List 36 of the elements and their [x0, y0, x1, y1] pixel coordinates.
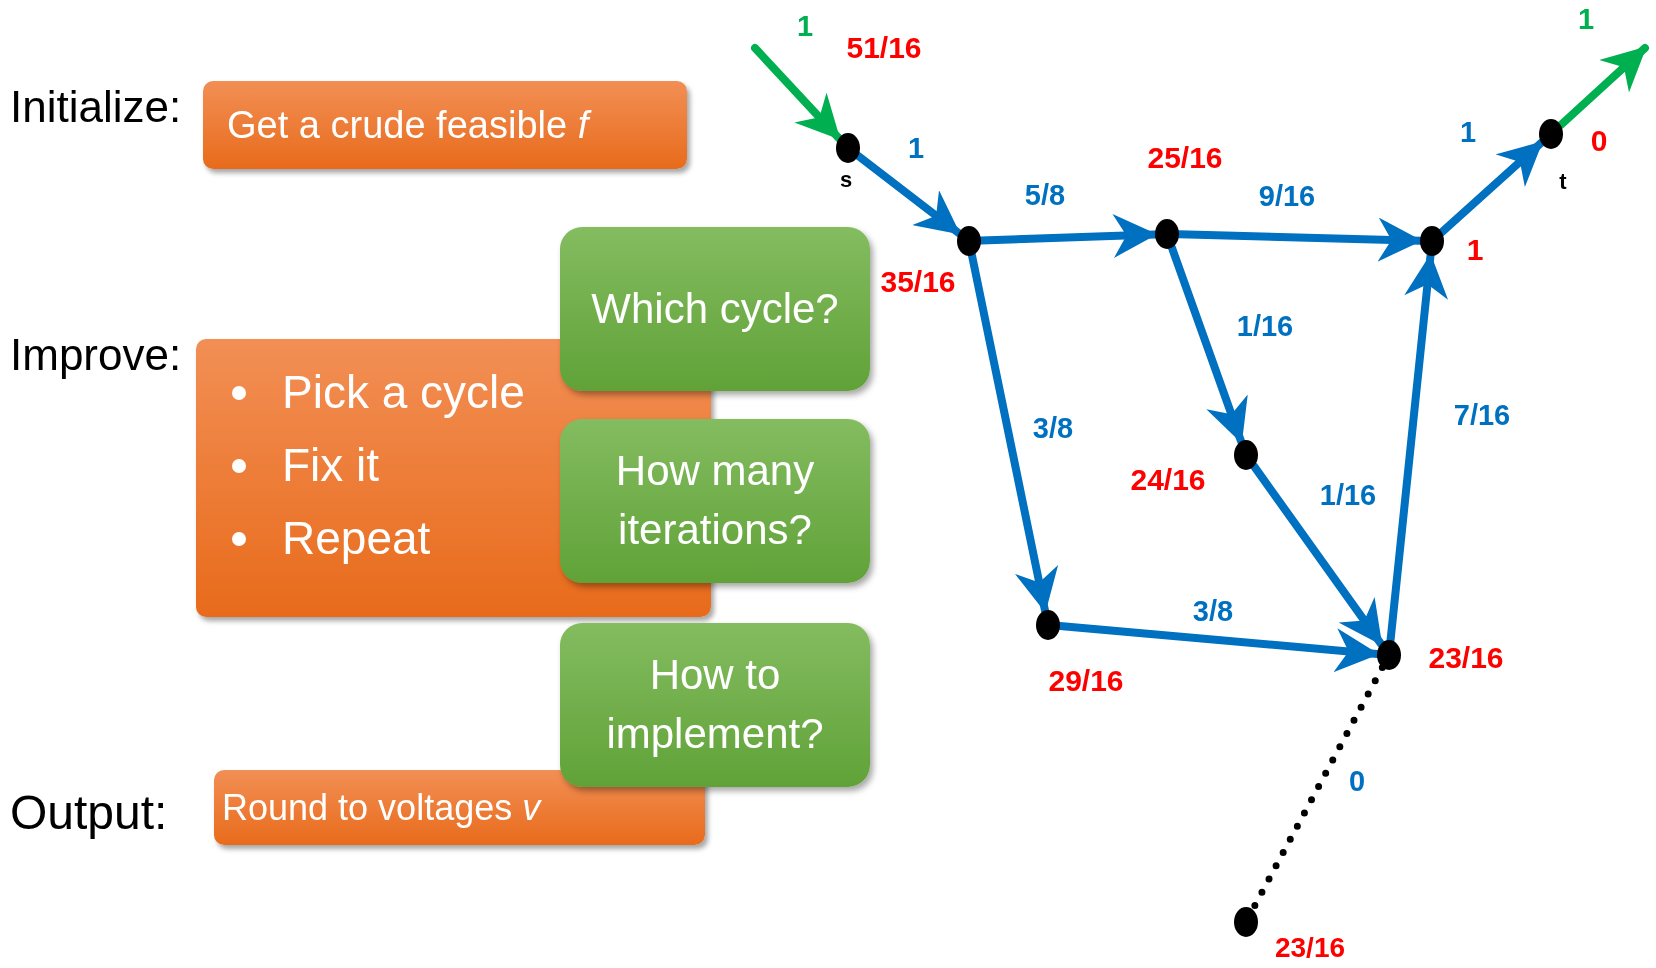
- potential-label: 29/16: [1048, 666, 1124, 696]
- potential-label: 51/16: [846, 33, 922, 63]
- vertex-name: s: [839, 169, 853, 191]
- arrow: [1250, 462, 1385, 648]
- question-box: Which cycle?: [560, 227, 870, 391]
- graph-vertex: [1420, 226, 1444, 256]
- graph-vertex: [1377, 640, 1401, 670]
- arrow: [968, 251, 1059, 615]
- potential-label: 23/16: [1274, 934, 1346, 962]
- step-box: Round to voltages v: [214, 770, 705, 845]
- arrow: [1437, 138, 1546, 237]
- arrow: [854, 151, 963, 238]
- vertex-name: t: [1559, 171, 1567, 193]
- step-label: Improve:: [10, 330, 182, 380]
- question-box: How many iterations?: [560, 419, 870, 583]
- graph-vertex: [1539, 119, 1563, 149]
- arrow: [1556, 44, 1649, 130]
- arrow: [751, 44, 843, 143]
- step-box: Get a crude feasible f⃗: [203, 81, 687, 169]
- graph-vertex: [1036, 610, 1060, 640]
- graph-vertex: [957, 226, 981, 256]
- potential-label: 1: [1466, 235, 1484, 265]
- potential-label: 35/16: [880, 267, 956, 297]
- potential-label: 0: [1590, 126, 1608, 156]
- graph-vertex: [1234, 440, 1258, 470]
- step-label: Output:: [10, 785, 168, 840]
- potential-label: 24/16: [1130, 465, 1206, 495]
- potential-label: 23/16: [1428, 643, 1504, 673]
- potential-label: 25/16: [1147, 143, 1223, 173]
- arrow: [1167, 243, 1248, 446]
- bullet-text: Fix it: [282, 442, 380, 488]
- graph-vertex: [836, 133, 860, 163]
- question-box: How to implement?: [560, 623, 870, 787]
- graph-vertex: [1234, 907, 1258, 937]
- step-label: Initialize:: [10, 82, 182, 132]
- graph-vertex: [1155, 219, 1179, 249]
